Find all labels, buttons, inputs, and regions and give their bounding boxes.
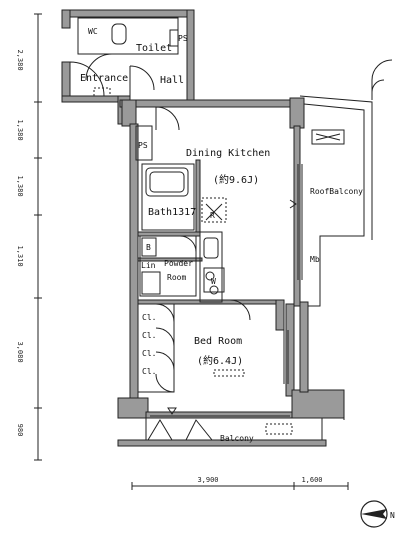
window-hinge-mark — [289, 199, 297, 209]
ps-left-label: PS — [138, 141, 148, 150]
north-compass-icon — [360, 500, 388, 528]
bedroom-door[interactable] — [229, 299, 251, 321]
roof-balcony-unit — [311, 129, 345, 145]
dim-v-1: 2,380 — [16, 49, 24, 70]
bed-mark — [213, 369, 245, 377]
dim-h-2: 1,600 — [301, 476, 322, 484]
kitchen-sink — [203, 237, 219, 259]
closet-door-2[interactable] — [155, 327, 175, 347]
kitchen-stove-1 — [205, 271, 215, 281]
toilet-fixture — [111, 23, 127, 45]
mb-mark: Mb — [310, 255, 320, 264]
outdoor-unit — [265, 423, 293, 435]
washer-space — [203, 267, 225, 293]
dim-h-1: 3,900 — [197, 476, 218, 484]
closet-door-4[interactable] — [155, 373, 175, 393]
shoe-mat — [93, 87, 111, 97]
bathroom — [141, 163, 195, 231]
closet-label-2: Cl. — [142, 331, 156, 340]
dim-v-2: 1,380 — [16, 119, 24, 140]
bed-room-area: (約6.4J) — [197, 354, 243, 367]
kitchen-counter — [199, 231, 223, 303]
washbasin — [141, 271, 161, 295]
balcony-label: Balcony — [220, 434, 254, 443]
entrance-label: Entrance — [80, 73, 128, 84]
powder-door[interactable] — [179, 235, 197, 253]
roof-balcony-label: RoofBalcony — [310, 187, 363, 196]
roof-balcony-unit-cross — [315, 133, 341, 141]
dim-v-4: 1,310 — [16, 245, 24, 266]
dim-v-5: 3,080 — [16, 341, 24, 362]
kitchen-door[interactable] — [155, 106, 180, 131]
fridge-cross — [205, 203, 223, 221]
ps-top-label: PS — [178, 34, 188, 43]
linen-label: Lin — [141, 261, 156, 270]
dim-v-3: 1,380 — [16, 175, 24, 196]
balcony-marker — [167, 407, 177, 415]
balcony-triangle-1 — [147, 419, 173, 441]
powder-label-1: Powder — [164, 259, 193, 268]
fridge-mark: R — [210, 211, 215, 220]
hall-label: Hall — [160, 75, 184, 86]
balcony-triangle-2 — [185, 419, 214, 441]
vertical-dimension-line — [34, 13, 42, 461]
washer-mark: W — [211, 277, 216, 286]
powder-room — [139, 235, 197, 297]
closet-label-4: Cl. — [142, 367, 156, 376]
dining-kitchen-area: (約9.6J) — [213, 173, 259, 186]
wc-mark: WC — [88, 27, 98, 36]
closet-door-3[interactable] — [155, 351, 175, 371]
toilet-sink — [169, 29, 179, 47]
compass-label: N — [390, 511, 395, 520]
fridge-space — [201, 197, 227, 223]
linen-shelf — [141, 237, 157, 257]
powder-label-2: Room — [167, 273, 186, 282]
hall-door[interactable] — [129, 65, 155, 91]
b-mark: B — [146, 243, 151, 252]
roof-balcony-outline — [291, 59, 393, 420]
closet-label-1: Cl. — [142, 313, 156, 322]
bathtub-inner — [149, 171, 185, 193]
bathtub — [145, 167, 189, 197]
entrance-door[interactable] — [69, 61, 105, 97]
balcony-rail — [117, 439, 327, 447]
ps-left-box — [135, 125, 153, 161]
bath-label: Bath1317 — [148, 207, 196, 218]
closet-door-1[interactable] — [155, 303, 175, 323]
bed-room-label: Bed Room — [194, 336, 242, 347]
toilet-door[interactable] — [85, 53, 113, 81]
dim-v-6: 980 — [16, 424, 24, 437]
closet-label-3: Cl. — [142, 349, 156, 358]
toilet-label: Toilet — [136, 43, 172, 54]
horizontal-dimension-line — [131, 482, 349, 490]
dining-kitchen-label: Dining Kitchen — [186, 148, 270, 159]
kitchen-stove-2 — [209, 285, 219, 295]
